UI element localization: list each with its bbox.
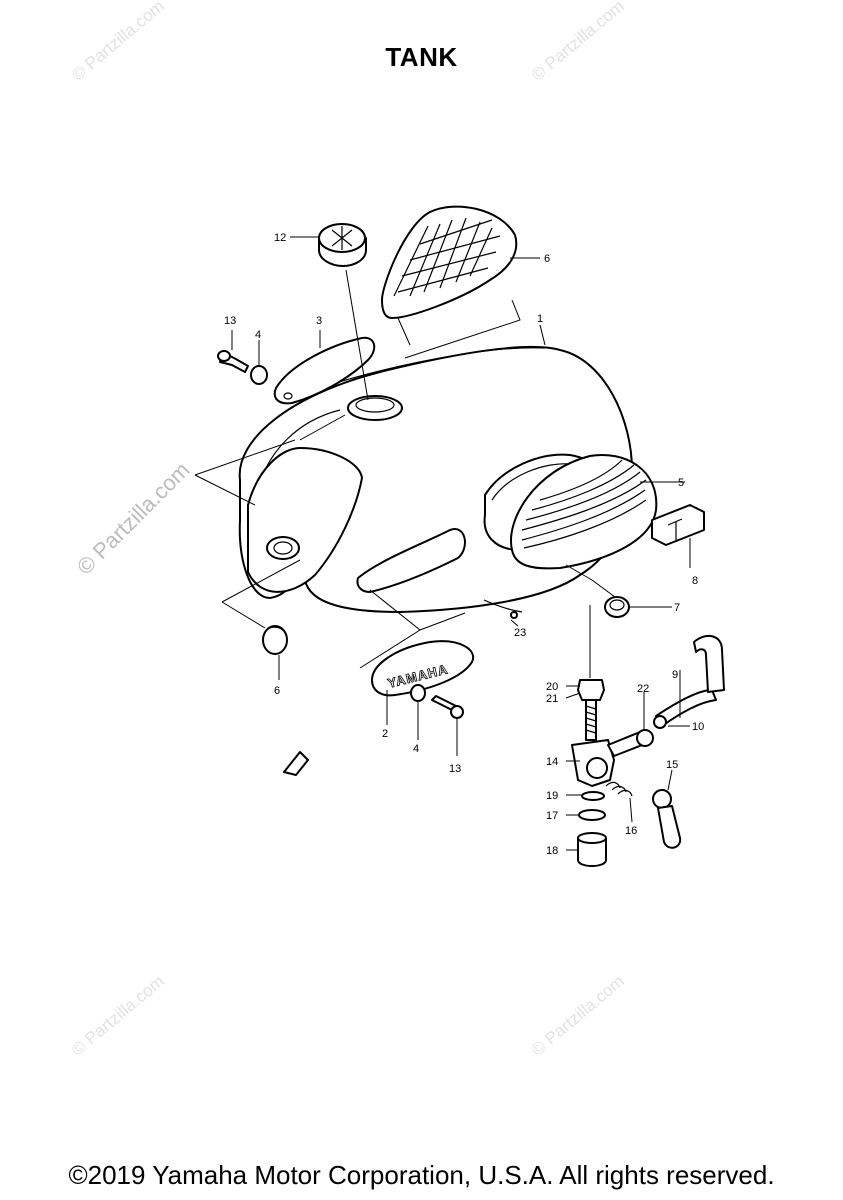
callout-18: 18 [546,845,558,857]
washer-lower[interactable] [410,684,426,702]
leader-lines [194,236,691,851]
callout-3: 3 [316,315,322,327]
callout-10: 9 [672,669,678,681]
callout-7: 6 [274,685,280,697]
callout-15: 15 [666,759,678,771]
callout-9: 8 [692,575,698,587]
callout-17: 17 [546,810,558,822]
knee-pad[interactable] [510,454,658,570]
callout-2: 2 [382,728,388,740]
callout-16: 16 [625,825,637,837]
mounting-clip[interactable] [651,504,705,546]
callout-22: 22 [637,683,649,695]
diagram-title: TANK [385,42,458,72]
vent-hose[interactable] [483,599,523,619]
callout-20: 20 [546,681,558,693]
callout-13-lower: 13 [449,763,461,775]
front-arrow-icon [283,751,309,776]
filler-cap[interactable] [318,223,367,267]
washer-upper[interactable] [250,365,268,385]
copyright-footer: ©2019 Yamaha Motor Corporation, U.S.A. A… [68,1160,775,1190]
callouts: 12 6 1 3 13 4 5 8 7 23 6 9 20 21 22 10 2… [224,232,704,857]
callout-4-lower: 4 [413,743,419,755]
callout-23: 23 [514,627,526,639]
callout-6: 6 [544,253,550,265]
callout-14: 14 [546,756,558,768]
grid-badge[interactable] [381,205,518,319]
callout-21: 21 [546,693,558,705]
cap-plug[interactable] [262,625,288,655]
fuel-cock-assembly[interactable] [571,634,725,867]
bolt-upper[interactable] [217,350,249,373]
callout-5: 5 [678,477,684,489]
grommet[interactable] [604,596,630,618]
yamaha-emblem[interactable]: YAMAHA [371,640,475,697]
small-emblem-plate[interactable] [273,336,376,405]
bolt-lower[interactable] [431,695,464,719]
callout-4-upper: 4 [255,329,261,341]
callout-11: 10 [692,721,704,733]
callout-8: 7 [674,602,680,614]
callout-12: 12 [274,232,286,244]
callout-1: 1 [537,313,543,325]
callout-13-upper: 13 [224,315,236,327]
callout-19: 19 [546,790,558,802]
